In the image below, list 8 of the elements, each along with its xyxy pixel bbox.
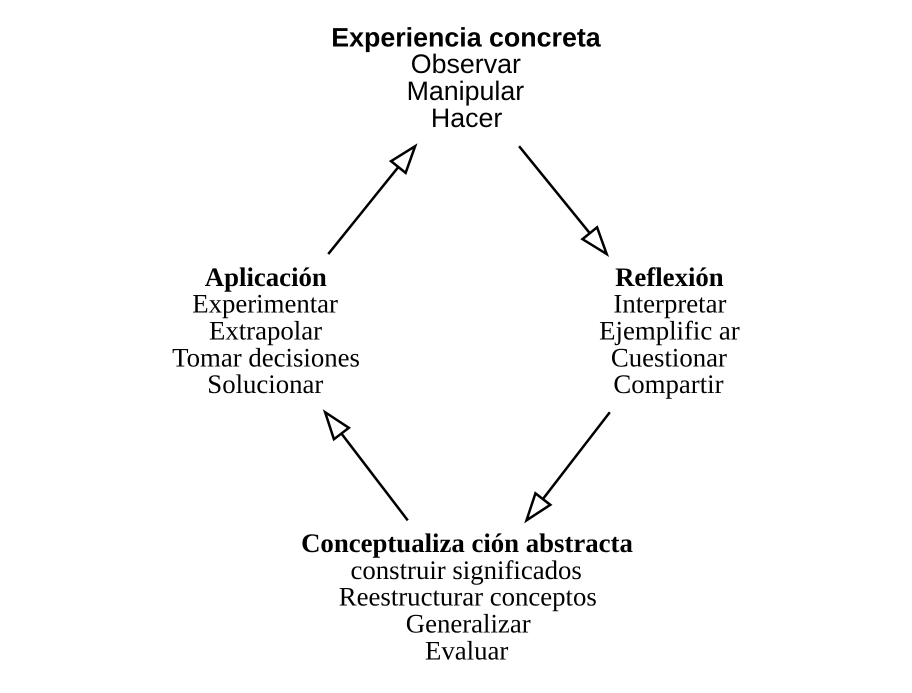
arrow bbox=[322, 409, 409, 522]
node-text: Experiencia concreta Observar Manipular Hacer bbox=[331, 22, 601, 133]
arrow bbox=[524, 411, 611, 524]
node-text: Conceptualiza ción abstracta construir significados Reestructurar conceptos Generalizar Evaluar bbox=[301, 528, 633, 666]
node-text: Aplicación Experimentar Extrapolar Tomar decisiones Solucionar bbox=[172, 262, 360, 400]
arrow bbox=[518, 145, 610, 257]
arrow bbox=[327, 143, 418, 255]
node-text: Reflexión Interpretar Ejemplific ar Cuestionar Compartir bbox=[599, 262, 740, 400]
